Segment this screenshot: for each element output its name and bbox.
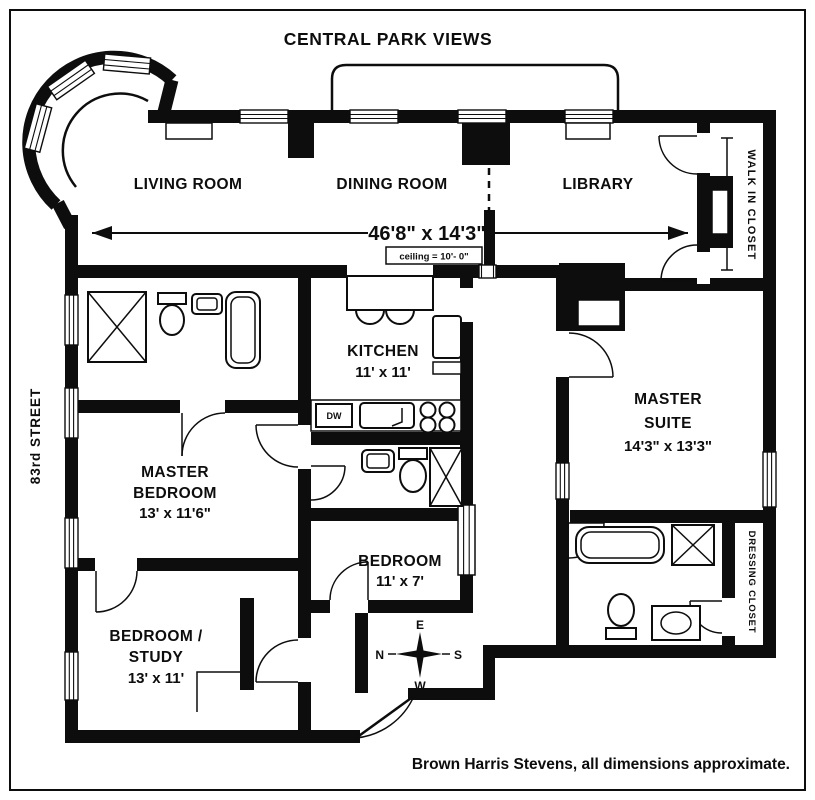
bathroom-middle [361, 447, 463, 507]
room-label-bedroom: BEDROOM [358, 553, 442, 570]
door-arc [329, 561, 369, 601]
room-dims-bedroom-study: 13' x 11' [128, 670, 184, 687]
shower [671, 524, 715, 566]
window [349, 109, 399, 124]
sliding-door [457, 504, 476, 576]
toilet [398, 447, 428, 493]
room-label-dining-room: DINING ROOM [336, 176, 447, 193]
room-dims-bedroom: 11' x 7' [376, 573, 424, 590]
study-closet [196, 671, 240, 712]
doorway [298, 425, 311, 469]
room-dims-master-suite: 14'3" x 13'3" [624, 438, 712, 455]
room-label-master-bedroom-2: BEDROOM [133, 485, 217, 502]
doorway [460, 288, 473, 322]
room-label-master-suite-2: SUITE [644, 415, 692, 432]
room-label-living-room: LIVING ROOM [134, 176, 243, 193]
turret-window [102, 53, 152, 75]
window [555, 462, 570, 500]
sink [361, 449, 395, 473]
bathtub [225, 291, 261, 369]
kitchen-island [346, 275, 434, 325]
dishwasher: DW [315, 403, 353, 428]
door-openings [95, 133, 735, 682]
door-arc [255, 639, 299, 683]
shower [87, 291, 147, 363]
room-label-walk-in-closet: WALK IN CLOSET [745, 150, 757, 261]
window [64, 387, 79, 439]
room-dims-master-bedroom: 13' x 11'6" [139, 505, 211, 522]
turret [22, 50, 179, 230]
window [457, 109, 507, 124]
ceiling-note: ceiling = 10'- 0" [385, 246, 483, 265]
doorway [95, 558, 137, 571]
doorway [556, 331, 569, 377]
turret-window [46, 59, 96, 101]
kitchen-fixtures: DW [310, 275, 462, 434]
bathroom-master [575, 524, 715, 641]
room-label-master-bedroom-1: MASTER [141, 464, 209, 481]
sink [191, 293, 223, 315]
room-label-bedroom-study-2: STUDY [129, 649, 184, 666]
radiator [565, 122, 611, 140]
footer-credit: Brown Harris Stevens, all dimensions app… [412, 756, 790, 773]
window [239, 109, 289, 124]
window [64, 517, 79, 569]
compass-label-east: E [416, 618, 424, 632]
closet-mirror [707, 176, 733, 248]
room-label-library: LIBRARY [562, 176, 633, 193]
door-arc [310, 465, 346, 501]
compass-label-north: N [375, 648, 384, 662]
toilet [605, 593, 637, 640]
bathroom-upper-left [87, 291, 261, 369]
room-label-kitchen: KITCHEN [347, 343, 419, 360]
toilet [157, 292, 187, 336]
svg-text:ceiling = 10'- 0": ceiling = 10'- 0" [399, 252, 468, 263]
doorway [298, 638, 311, 682]
bathtub [575, 526, 665, 564]
sink [651, 605, 701, 641]
windows [64, 109, 777, 701]
door-arc [181, 412, 226, 457]
doorway [697, 252, 710, 284]
window [64, 294, 79, 346]
doorway [330, 600, 368, 613]
radiator [165, 122, 213, 140]
doorway [180, 400, 225, 413]
doorway [697, 133, 710, 173]
dimension-arrow [92, 226, 688, 240]
door-arc [255, 424, 299, 468]
compass-rose: E N S W [375, 618, 462, 693]
kitchen-sink [359, 402, 415, 429]
terrace-outline [330, 63, 620, 110]
door-arc [660, 244, 698, 282]
window [762, 451, 777, 508]
door-arc [568, 332, 614, 378]
compass-label-south: S [454, 648, 462, 662]
doorway [478, 264, 497, 279]
door-arc [658, 135, 698, 175]
room-dims-kitchen: 11' x 11' [355, 364, 411, 381]
shower [429, 447, 463, 507]
street-label: 83rd STREET [28, 388, 43, 485]
page-title: CENTRAL PARK VIEWS [284, 29, 493, 49]
stove-burners [419, 401, 456, 434]
window [64, 651, 79, 701]
dimension-label: 46'8" x 14'3" [368, 223, 485, 245]
window [564, 109, 614, 124]
room-label-bedroom-study-1: BEDROOM / [109, 628, 202, 645]
suite-closet [577, 299, 621, 327]
entry-door [355, 694, 415, 740]
refrigerator [432, 315, 462, 375]
compass-label-west: W [414, 679, 426, 693]
room-label-dressing-closet: DRESSING CLOSET [746, 531, 757, 634]
door-arc [95, 570, 138, 613]
room-label-master-suite-1: MASTER [634, 391, 702, 408]
turret-window [23, 102, 53, 154]
doorway [722, 598, 735, 636]
svg-text:DW: DW [327, 411, 342, 421]
